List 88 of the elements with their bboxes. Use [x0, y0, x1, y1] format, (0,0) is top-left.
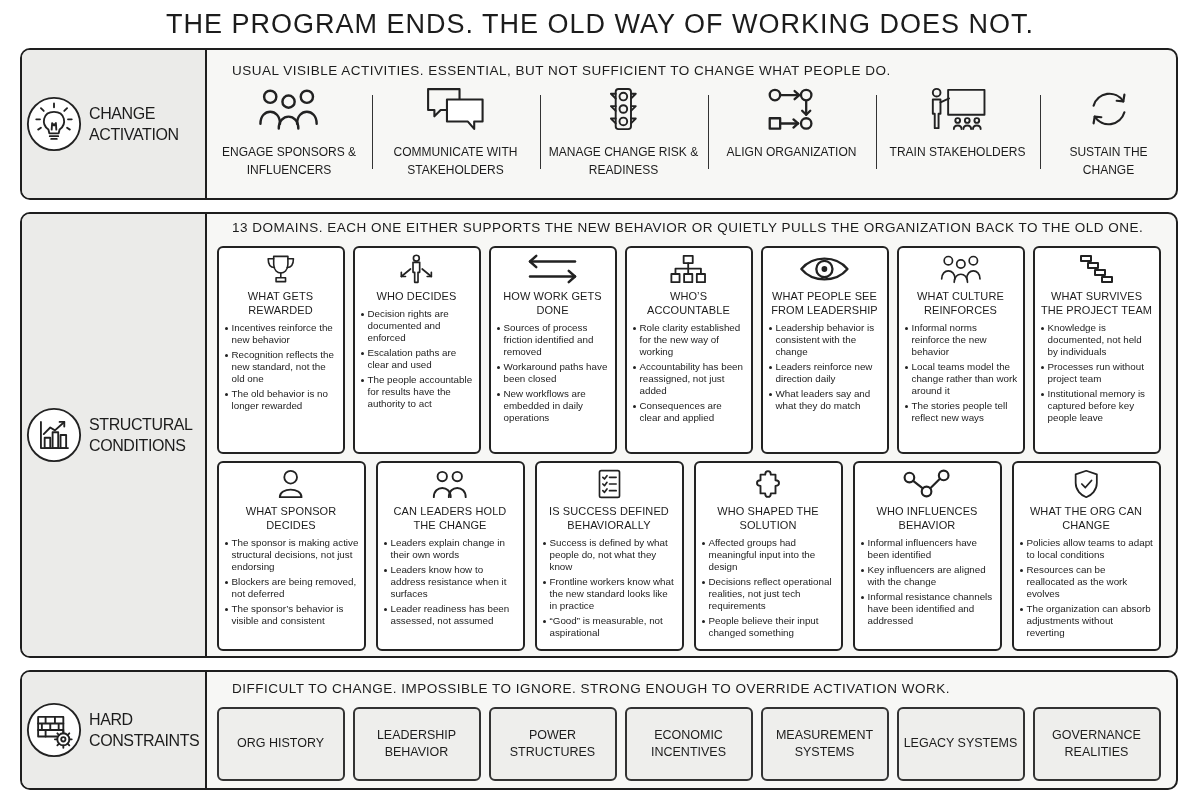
section-heading: DIFFICULT TO CHANGE. IMPOSSIBLE TO IGNORE. STRONG ENOUGH TO OVERRIDE ACTIVATION WORK.: [232, 680, 951, 697]
section-panel: [20, 670, 1178, 790]
domain-card: [1032, 245, 1161, 454]
bullet-point: Leaders explain change in their own words: [382, 536, 518, 561]
bullet-point: Leader readiness has been assessed, not assumed: [382, 602, 518, 627]
card-heading: WHAT THE ORG CAN CHANGE: [1028, 503, 1144, 532]
bullet-point: Consequences are clear and applied: [631, 399, 746, 424]
domain-card: [624, 245, 753, 454]
activity-label: TRAIN STAKEHOLDERS: [889, 143, 1026, 161]
constraint-card: GOVERNANCE REALITIES: [1032, 706, 1161, 781]
bullet-point: Policies allow teams to adapt to local conditions: [1018, 536, 1154, 561]
bullet-point: Informal influencers have been identified: [859, 536, 995, 561]
section-label: CHANGE ACTIVATION: [89, 104, 180, 145]
card-heading: HOW WORK GETS DONE: [502, 288, 603, 317]
bullet-point: Decision rights are documented and enforced: [359, 307, 474, 344]
domain-card: [760, 245, 889, 454]
domain-card: [216, 245, 345, 454]
card-heading: WHO INFLUENCES BEHAVIOR: [875, 503, 979, 532]
domain-card: [693, 460, 843, 651]
section-label: STRUCTURAL CONDITIONS: [89, 415, 194, 456]
card-heading: WHO’S ACCOUNTABLE: [646, 288, 731, 317]
activity-label: ENGAGE SPONSORS & INFLUENCERS: [220, 143, 357, 179]
domain-card: [534, 460, 684, 651]
card-heading: IS SUCCESS DEFINED BEHAVIORALLY: [548, 503, 670, 532]
domain-card: [896, 245, 1025, 454]
section-panel: [20, 212, 1178, 658]
card-heading: WHO DECIDES: [376, 288, 457, 303]
bullet-point: Decisions reflect operational realities, not just tech requirements: [700, 575, 836, 612]
constraint-card: ECONOMIC INCENTIVES: [624, 706, 753, 781]
bullet-point: Informal resistance channels have been identified and addressed: [859, 590, 995, 627]
card-heading: WHO SHAPED THE SOLUTION: [716, 503, 820, 532]
bullet-point: Leaders reinforce new direction daily: [767, 360, 882, 385]
activity-label: SUSTAIN THE CHANGE: [1068, 143, 1149, 179]
bullet-point: Workaround paths have been closed: [495, 360, 610, 385]
bullet-point: The stories people tell reflect new ways: [903, 399, 1018, 424]
domain-card: [216, 460, 366, 651]
bullet-point: Recognition reflects the new standard, not the old one: [223, 348, 338, 385]
bullet-point: Incentives reinforce the new behavior: [223, 321, 338, 346]
constraint-card: LEADERSHIP BEHAVIOR: [352, 706, 481, 781]
card-heading: CAN LEADERS HOLD THE CHANGE: [392, 503, 508, 532]
section-heading: USUAL VISIBLE ACTIVITIES. ESSENTIAL, BUT NOT SUFFICIENT TO CHANGE WHAT PEOPLE DO.: [232, 62, 891, 79]
bullet-point: Role clarity established for the new way of working: [631, 321, 746, 358]
domain-card: [375, 460, 525, 651]
bullet-point: The people accountable for results have the authority to act: [359, 373, 474, 410]
card-heading: WHAT GETS REWARDED: [246, 288, 315, 317]
bullet-point: The sponsor’s behavior is visible and consistent: [223, 602, 359, 627]
bullet-point: People believe their input changed something: [700, 614, 836, 639]
bullet-point: Institutional memory is captured before key people leave: [1039, 387, 1154, 424]
bullet-point: The sponsor is making active structural decisions, not just endorsing: [223, 536, 359, 573]
section-label: HARD CONSTRAINTS: [89, 710, 201, 751]
card-heading: WHAT SPONSOR DECIDES: [244, 503, 338, 532]
activity-label: ALIGN ORGANIZATION: [726, 143, 857, 161]
bullet-point: Key influencers are aligned with the change: [859, 563, 995, 588]
constraint-card: POWER STRUCTURES: [488, 706, 617, 781]
bullet-point: Blockers are being removed, not deferred: [223, 575, 359, 600]
bullet-point: Leadership behavior is consistent with the change: [767, 321, 882, 358]
bullet-point: New workflows are embedded in daily operations: [495, 387, 610, 424]
bullet-point: “Good” is measurable, not aspirational: [541, 614, 677, 639]
activity-label: MANAGE CHANGE RISK & READINESS: [547, 143, 700, 179]
card-heading: WHAT CULTURE REINFORCES: [916, 288, 1005, 317]
constraint-card: ORG HISTORY: [216, 706, 345, 781]
domain-card: [852, 460, 1002, 651]
bullet-point: The organization can absorb adjustments without reverting: [1018, 602, 1154, 639]
card-heading: WHAT PEOPLE SEE FROM LEADERSHIP: [770, 288, 879, 317]
bullet-point: The old behavior is no longer rewarded: [223, 387, 338, 412]
bullet-point: Success is defined by what people do, not what they know: [541, 536, 677, 573]
constraint-card: LEGACY SYSTEMS: [896, 706, 1025, 781]
constraint-card: MEASUREMENT SYSTEMS: [760, 706, 889, 781]
bullet-point: Escalation paths are clear and used: [359, 346, 474, 371]
bullet-point: Local teams model the change rather than work around it: [903, 360, 1018, 397]
domain-card: [352, 245, 481, 454]
bullet-point: Informal norms reinforce the new behavior: [903, 321, 1018, 358]
section-heading: 13 DOMAINS. EACH ONE EITHER SUPPORTS THE NEW BEHAVIOR OR QUIETLY PULLS THE ORGANIZATION BACK TO THE OLD ONE.: [232, 219, 1144, 236]
section-panel: [20, 48, 1178, 200]
bullet-point: Processes run without project team: [1039, 360, 1154, 385]
bullet-point: Affected groups had meaningful input into the design: [700, 536, 836, 573]
activity-label: COMMUNICATE WITH STAKEHOLDERS: [392, 143, 519, 179]
bullet-point: Resources can be reallocated as the work evolves: [1018, 563, 1154, 600]
bullet-point: Accountability has been reassigned, not just added: [631, 360, 746, 397]
card-heading: WHAT SURVIVES THE PROJECT TEAM: [1039, 288, 1154, 317]
bullet-point: Frontline workers know what the new standard looks like in practice: [541, 575, 677, 612]
bullet-point: What leaders say and what they do match: [767, 387, 882, 412]
bullet-point: Knowledge is documented, not held by individuals: [1039, 321, 1154, 358]
domain-card: [488, 245, 617, 454]
bullet-point: Sources of process friction identified and removed: [495, 321, 610, 358]
page-title: THE PROGRAM ENDS. THE OLD WAY OF WORKING DOES NOT.: [165, 8, 1035, 40]
bullet-point: Leaders know how to address resistance when it surfaces: [382, 563, 518, 600]
domain-card: [1011, 460, 1161, 651]
